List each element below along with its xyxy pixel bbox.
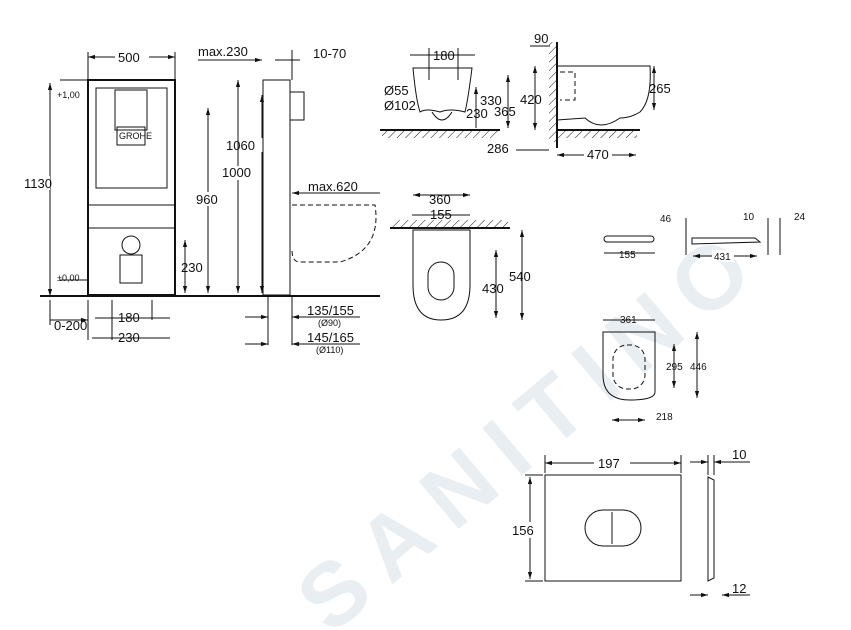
- seat-side-view: 155 46 431 10 24: [603, 212, 806, 263]
- grohe-logo: [116, 126, 146, 146]
- dim-155-top: 155: [430, 207, 452, 222]
- dim-470: 470: [587, 147, 609, 162]
- dim-960: 960: [196, 192, 218, 207]
- dim-265: 265: [649, 81, 671, 96]
- dim-12: 12: [732, 581, 746, 596]
- dim-155-seat: 155: [619, 250, 636, 261]
- dim-max-620: max.620: [308, 179, 358, 194]
- dim-90: 90: [534, 31, 548, 46]
- bowl-side-view: 90 420 265 286 470: [487, 31, 671, 162]
- dim-540: 540: [509, 269, 531, 284]
- dim-446: 446: [690, 362, 707, 373]
- dim-230-front: 230: [466, 106, 488, 121]
- seat-top-view: 361 295 446 218: [602, 315, 707, 423]
- dim-180: 180: [118, 310, 140, 325]
- dim-330: 330: [480, 93, 502, 108]
- dim-230-height: 230: [181, 260, 203, 275]
- dim-180-front: 180: [433, 48, 455, 63]
- dim-height-1130: 1130: [24, 176, 52, 191]
- dim-430: 430: [482, 281, 504, 296]
- dim-145-165: 145/165: [307, 330, 354, 345]
- dim-10-seat: 10: [743, 212, 755, 223]
- dim-135-155: 135/155: [307, 303, 354, 318]
- frame-front-view: GROHE 500 +1,00 ±0,00 1130 0-200 180 230…: [20, 50, 380, 345]
- dim-dia-55: Ø55: [384, 83, 409, 98]
- dim-10-plate: 10: [732, 447, 746, 462]
- dim-width-500: 500: [118, 50, 140, 65]
- dim-360: 360: [429, 192, 451, 207]
- dim-dia-110: (Ø110): [316, 345, 343, 355]
- flush-plate-view: 197 156 10 12: [510, 447, 750, 598]
- logo-text: GROHE: [119, 131, 152, 141]
- dim-197: 197: [598, 456, 620, 471]
- dim-361: 361: [620, 315, 637, 326]
- bowl-top-view: 360 155 430 540: [390, 192, 531, 321]
- dim-1000: 1000: [222, 165, 251, 180]
- dim-365: 365: [494, 104, 516, 119]
- dim-dia-90: (Ø90): [318, 318, 341, 328]
- bowl-front-view: 180 Ø55 Ø102 330 230 365: [380, 48, 516, 138]
- dim-24: 24: [794, 212, 806, 223]
- dim-431: 431: [714, 252, 731, 263]
- dim-295: 295: [666, 362, 683, 373]
- level-top: +1,00: [57, 90, 80, 100]
- flush-opening: [114, 89, 148, 131]
- dim-420: 420: [520, 92, 542, 107]
- dim-max-230: max.230: [198, 44, 248, 59]
- frame-side-view: 10-70 max.230 max.620 135/155 (Ø90) 145/…: [198, 44, 380, 355]
- dim-0-200: 0-200: [54, 318, 87, 333]
- dim-1060: 1060: [226, 138, 255, 153]
- dim-10-70: 10-70: [313, 46, 346, 61]
- dim-46: 46: [660, 214, 672, 225]
- dim-230-bottom: 230: [118, 330, 140, 345]
- level-zero: ±0,00: [57, 273, 79, 283]
- dim-dia-102: Ø102: [384, 98, 416, 113]
- dim-286: 286: [487, 141, 509, 156]
- dim-218: 218: [656, 412, 673, 423]
- dim-156: 156: [512, 523, 534, 538]
